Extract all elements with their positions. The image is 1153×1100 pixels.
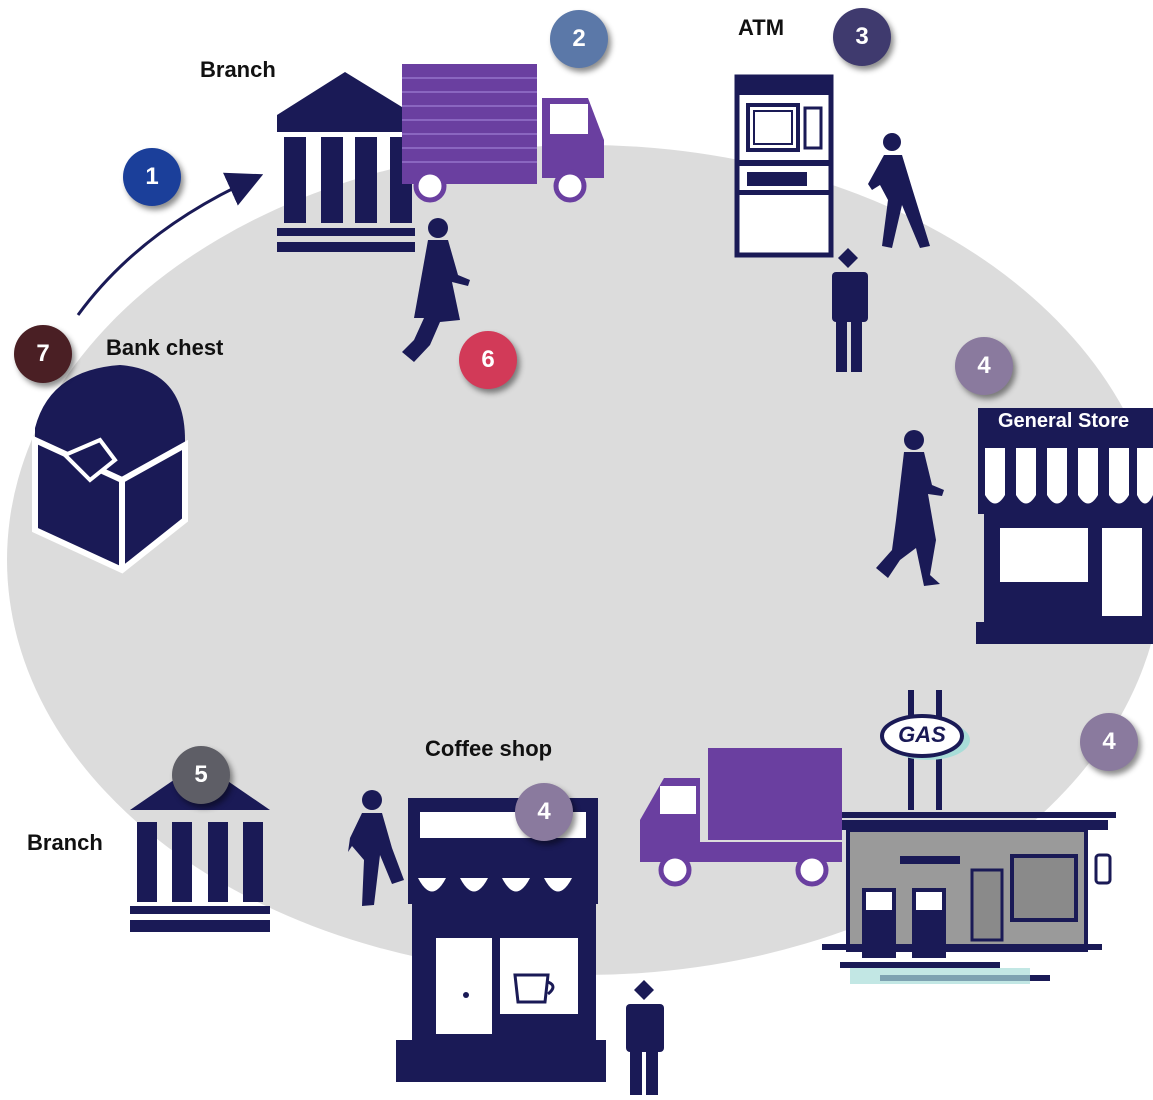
atm-machine-icon <box>734 74 834 258</box>
delivery-truck-bottom-icon <box>640 748 842 887</box>
gas-station-icon <box>820 690 1116 984</box>
general-store-label: General Store <box>998 410 1130 432</box>
branch-bottom-label: Branch <box>27 830 103 855</box>
standing-man-atm-icon <box>832 248 868 372</box>
walking-man-atm-icon <box>868 133 930 248</box>
branch-bottom-building-icon <box>130 762 270 932</box>
atm-label: ATM <box>738 15 785 40</box>
walking-woman-store-icon <box>876 430 944 586</box>
bank-chest-icon <box>32 365 188 574</box>
branch-top-building-icon <box>277 72 415 252</box>
step-5-badge: 5 <box>172 746 230 804</box>
cycle-ellipse <box>7 145 1153 975</box>
walking-man-coffee-icon <box>348 790 404 906</box>
standing-man-coffee-icon <box>626 980 664 1095</box>
step-6-badge: 6 <box>459 331 517 389</box>
coffee-shop-label: Coffee shop <box>425 736 553 761</box>
branch-top-label: Branch <box>200 57 276 82</box>
bank-chest-label: Bank chest <box>106 335 224 360</box>
general-store-icon <box>976 408 1153 644</box>
flow-arrow <box>76 172 264 316</box>
step-1-badge: 1 <box>123 148 181 206</box>
step-4-store-badge: 4 <box>955 337 1013 395</box>
step-4-coffee-badge: 4 <box>515 783 573 841</box>
delivery-truck-top-icon <box>402 64 604 203</box>
gas-sign-label: GAS <box>898 722 946 747</box>
step-7-badge: 7 <box>14 325 72 383</box>
step-3-badge: 3 <box>833 8 891 66</box>
step-2-badge: 2 <box>550 10 608 68</box>
coffee-shop-icon <box>396 798 606 1082</box>
step-4-gas-badge: 4 <box>1080 713 1138 771</box>
walking-woman-icon <box>402 218 470 362</box>
